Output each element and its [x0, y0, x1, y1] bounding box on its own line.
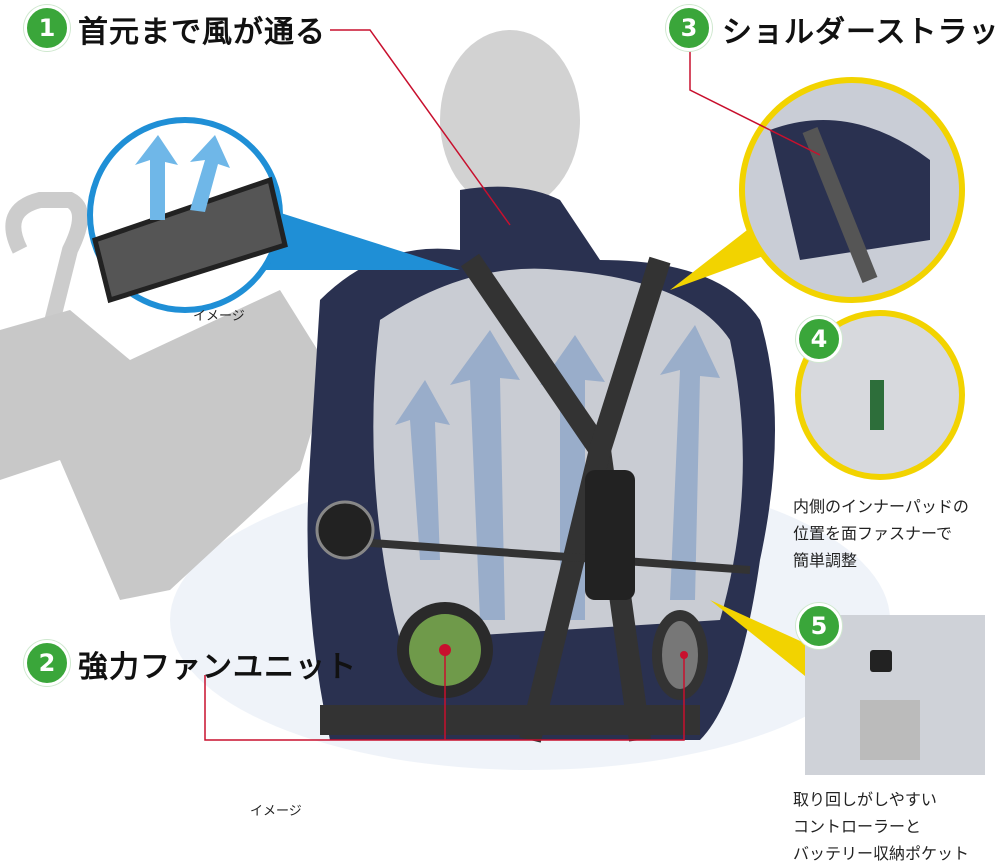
feature-caption-4: 内側のインナーパッドの 位置を面ファスナーで 簡単調整 [793, 493, 969, 574]
reel-unit [315, 500, 375, 560]
feature-badge-3: 3 [666, 5, 712, 51]
blue-arrows [135, 135, 230, 220]
image-note-detail: イメージ [193, 309, 245, 324]
callout-cone [240, 200, 460, 270]
caption-line: 簡単調整 [793, 551, 858, 570]
harness [320, 253, 751, 743]
caption-line: バッテリー収納ポケット [793, 844, 970, 863]
feature-badge-2: 2 [24, 640, 70, 686]
velcro-patch [870, 380, 884, 430]
feature-caption-5: 取り回しがしやすい コントローラーと バッテリー収納ポケット [793, 786, 969, 867]
callout-cone [710, 600, 820, 680]
head [440, 30, 580, 210]
feature-badge-1: 1 [24, 5, 70, 51]
feature-badge-5: 5 [796, 603, 842, 649]
shoulder-detail [770, 120, 930, 260]
airflow-arrows [395, 325, 720, 620]
caption-line: 内側のインナーパッドの [793, 497, 969, 516]
battery-pocket [860, 700, 920, 760]
feature-title-1: 首元まで風が通る [78, 15, 326, 50]
shock-absorber-pouch [585, 470, 635, 600]
carabiner-icon [5, 192, 88, 332]
controller-icon [870, 650, 892, 672]
feature-title-2: 強力ファンユニット [78, 650, 357, 685]
caption-line: コントローラーと [793, 817, 922, 836]
caption-line: 位置を面ファスナーで [793, 524, 953, 543]
feature-title-3: ショルダーストラップ [722, 15, 1000, 50]
arm [0, 290, 330, 600]
image-note-main: イメージ [250, 804, 302, 819]
collar-mesh [92, 176, 288, 304]
feature-badge-4: 4 [796, 316, 842, 362]
caption-line: 取り回しがしやすい [793, 790, 937, 809]
